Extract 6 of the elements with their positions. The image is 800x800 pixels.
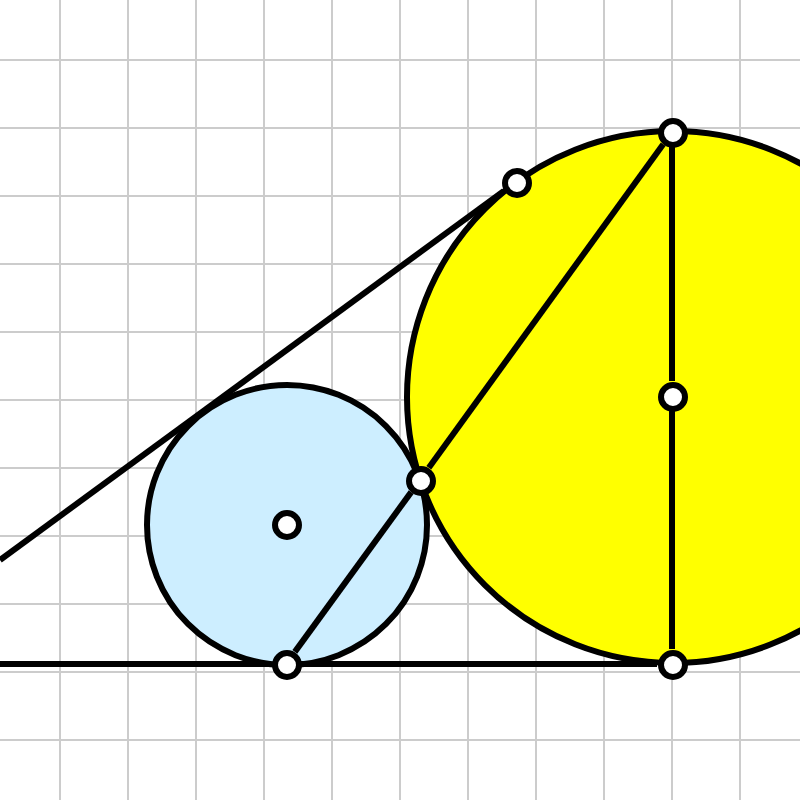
line-segment [426, 142, 666, 470]
line-segment [292, 490, 414, 654]
line-segment [0, 661, 271, 667]
line-segment [669, 411, 675, 649]
line-segment [301, 661, 657, 667]
line-segment [669, 147, 675, 381]
